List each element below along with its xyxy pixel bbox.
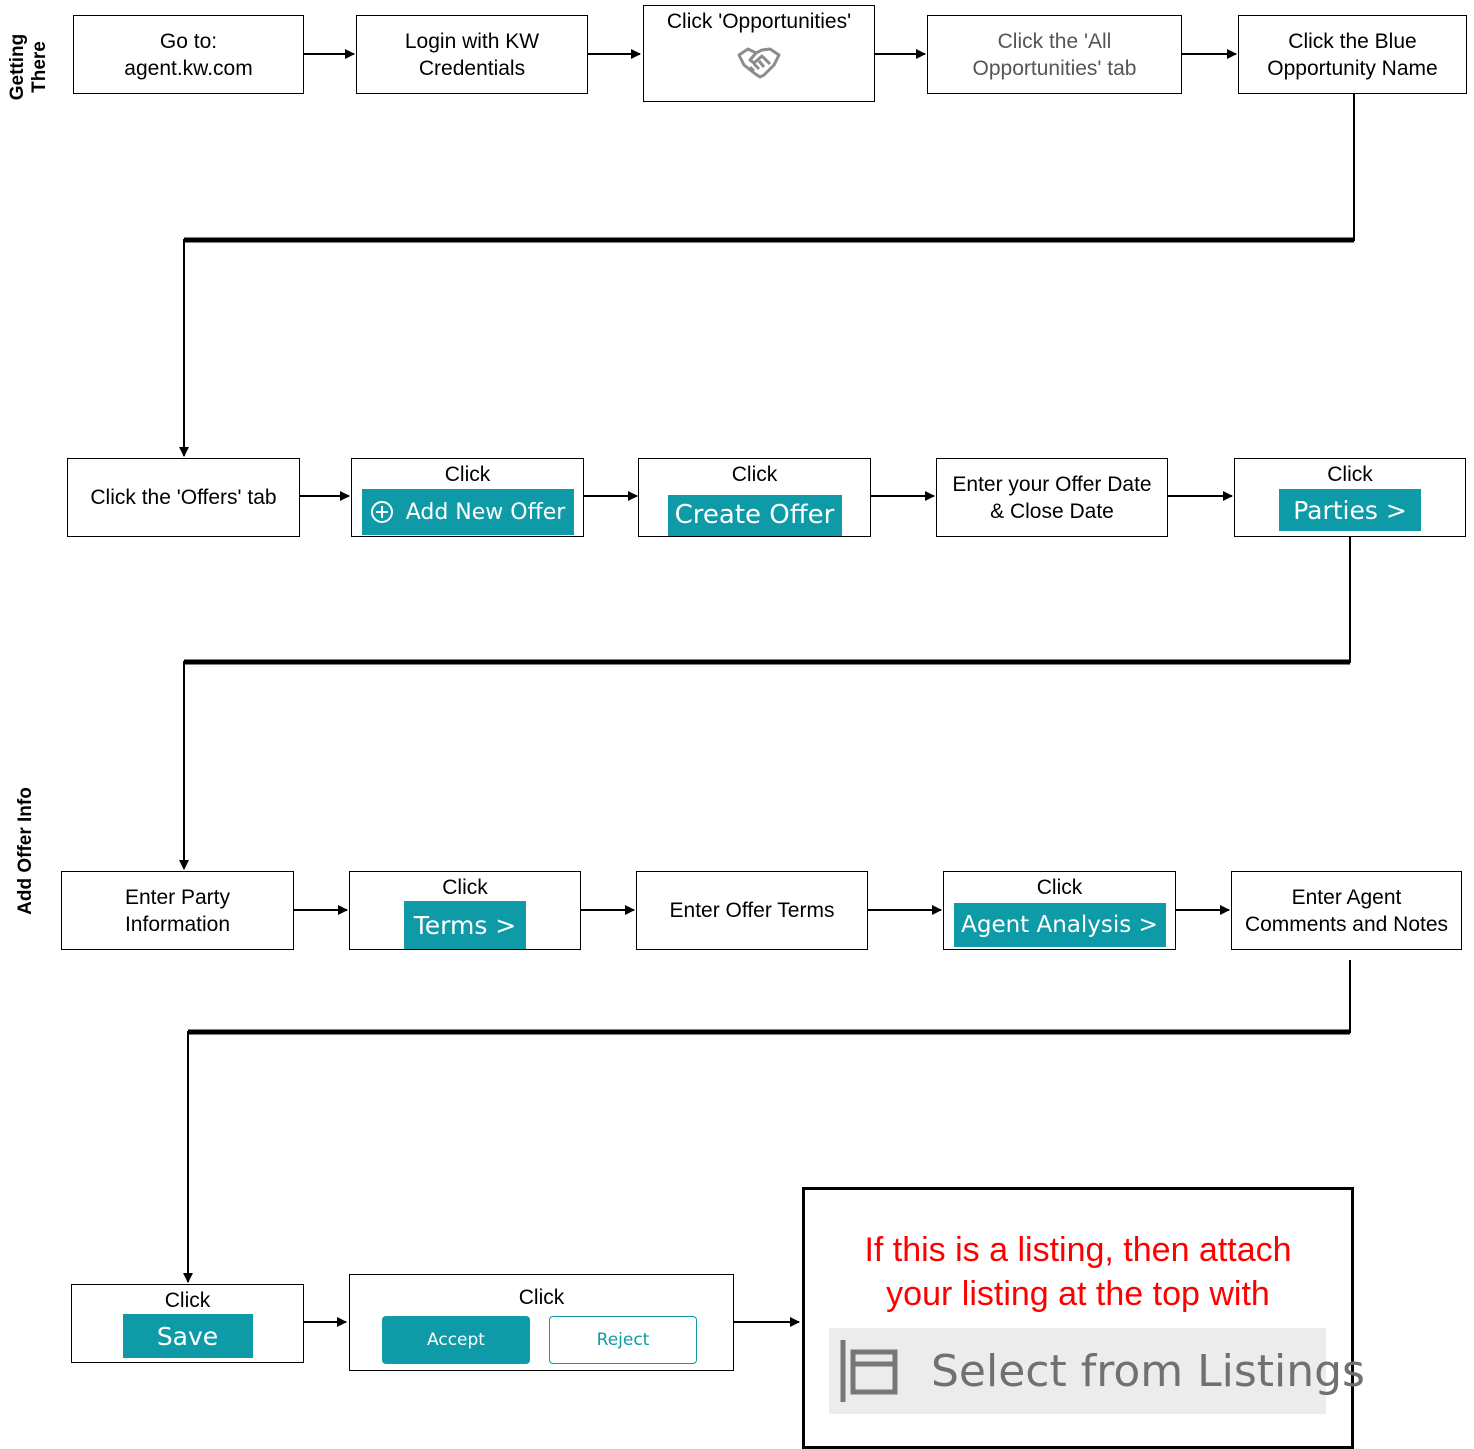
- button-label: Parties >: [1293, 495, 1407, 525]
- step-text-1: Login with KW: [404, 29, 540, 53]
- button-label: Add New Offer: [405, 499, 566, 525]
- step-text-1: Enter Agent: [1291, 885, 1402, 909]
- button-label: Save: [156, 1321, 219, 1351]
- step-text-2: Comments and Notes: [1244, 912, 1449, 936]
- step-text-1: Enter Party: [124, 885, 231, 909]
- button-label: Create Offer: [674, 500, 835, 530]
- button-label: Accept: [427, 1330, 485, 1350]
- step-login: Login with KW Credentials: [356, 15, 588, 94]
- step-add-new-offer: Click Add New Offer: [351, 458, 584, 537]
- parties-button[interactable]: Parties >: [1279, 489, 1421, 531]
- step-go-to-site: Go to: agent.kw.com: [73, 15, 304, 94]
- save-button[interactable]: Save: [122, 1314, 253, 1358]
- button-label: Terms >: [413, 910, 517, 940]
- lane-label-add-offer-info: Add Offer Info: [15, 787, 36, 915]
- step-all-opportunities-tab: Click the 'All Opportunities' tab: [927, 15, 1182, 94]
- step-text-2: agent.kw.com: [124, 56, 253, 80]
- create-offer-button[interactable]: Create Offer: [667, 495, 842, 536]
- select-from-listings-button[interactable]: Select from Listings: [829, 1328, 1365, 1414]
- click-label: Click: [731, 463, 778, 486]
- listing-note-text: If this is a listing, then attach your l…: [805, 1228, 1351, 1316]
- step-text: Click the 'Offers' tab: [90, 486, 277, 509]
- step-text-1: Click the Blue: [1288, 29, 1417, 53]
- step-text-1: Enter your Offer Date: [952, 472, 1152, 496]
- step-text: Click 'Opportunities': [666, 10, 852, 33]
- step-offers-tab: Click the 'Offers' tab: [67, 458, 300, 537]
- step-text-2: Opportunity Name: [1267, 56, 1438, 80]
- click-label: Click: [1327, 463, 1373, 486]
- click-label: Click: [444, 463, 491, 486]
- terms-button[interactable]: Terms >: [404, 901, 526, 949]
- browser-window-icon: [839, 1338, 901, 1404]
- accept-button[interactable]: Accept: [382, 1316, 530, 1364]
- wrap-connector-1: [183, 93, 1355, 455]
- button-label: Select from Listings: [931, 1345, 1365, 1397]
- agent-analysis-button[interactable]: Agent Analysis >: [953, 903, 1166, 947]
- step-save: Click Save: [71, 1284, 304, 1363]
- click-label: Click: [518, 1286, 565, 1309]
- step-opportunity-name: Click the Blue Opportunity Name: [1238, 15, 1467, 94]
- step-text: Enter Offer Terms: [669, 899, 835, 922]
- step-agent-analysis: Click Agent Analysis >: [943, 871, 1176, 950]
- add-new-offer-button[interactable]: Add New Offer: [361, 489, 574, 535]
- step-terms: Click Terms >: [349, 871, 581, 950]
- click-label: Click: [1036, 876, 1083, 899]
- button-label: Agent Analysis >: [961, 911, 1158, 938]
- step-create-offer: Click Create Offer: [638, 458, 871, 537]
- wrap-connector-2: [183, 537, 1351, 868]
- step-text-2: Information: [124, 912, 231, 936]
- handshake-icon: [736, 45, 782, 88]
- button-label: Reject: [596, 1330, 650, 1350]
- step-offer-dates: Enter your Offer Date & Close Date: [936, 458, 1168, 537]
- step-text-1: Go to:: [159, 29, 218, 53]
- step-click-opportunities: Click 'Opportunities': [643, 5, 875, 102]
- note-line-2: your listing at the top with: [886, 1275, 1270, 1313]
- note-line-1: If this is a listing, then attach: [864, 1231, 1292, 1269]
- step-offer-terms: Enter Offer Terms: [636, 871, 868, 950]
- lane-label-getting-there: Getting There: [7, 33, 50, 101]
- reject-button[interactable]: Reject: [549, 1316, 697, 1364]
- click-label: Click: [442, 876, 488, 899]
- step-text-1: Click the 'All: [997, 29, 1112, 53]
- step-parties: Click Parties >: [1234, 458, 1466, 537]
- step-party-info: Enter Party Information: [61, 871, 294, 950]
- click-label: Click: [164, 1289, 211, 1312]
- step-text-2: & Close Date: [990, 499, 1114, 523]
- step-agent-comments: Enter Agent Comments and Notes: [1231, 871, 1462, 950]
- step-text-2: Opportunities' tab: [972, 56, 1137, 80]
- step-text-2: Credentials: [418, 56, 526, 80]
- plus-circle-icon: [370, 500, 394, 524]
